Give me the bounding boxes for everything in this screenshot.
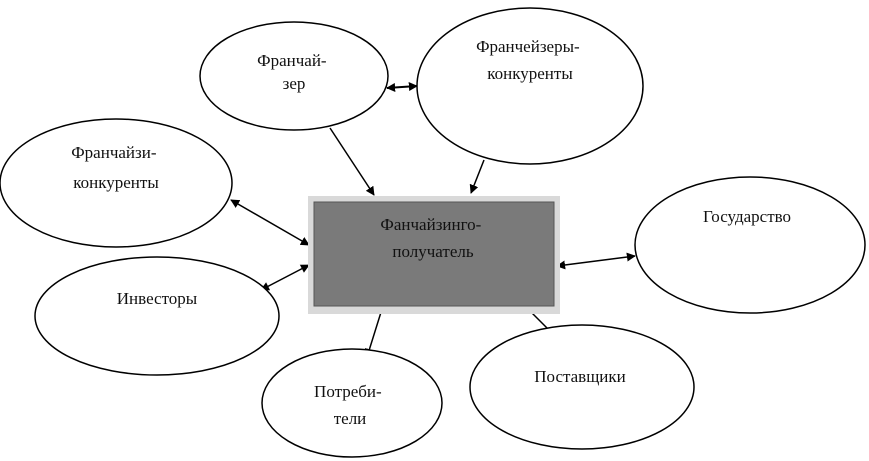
node-suppliers-ellipse: [469, 324, 695, 450]
node-franchiser-competitors-line-1: Франчейзеры-: [476, 37, 580, 56]
edge-franchiser-competitors-center: [469, 159, 485, 194]
node-suppliers-line-1: Поставщики: [534, 367, 626, 386]
node-consumers-line-2: тели: [334, 409, 367, 428]
edge-franchisee-competitors-center: [230, 199, 310, 246]
node-consumers: Потреби- тели: [261, 348, 443, 458]
node-investors: Инвесторы: [34, 256, 280, 376]
node-franchiser-competitors-ellipse: [416, 7, 644, 165]
node-franchiser-line-1: Франчай-: [257, 51, 327, 70]
node-franchisee-competitors-line-1: Франчайзи-: [71, 143, 157, 162]
svg-text:Франчайзи- конкуренты: Франчайзи- конкуренты: [71, 143, 161, 192]
center-node: Фанчайзинго- получатель: [308, 196, 560, 314]
center-node-box: [313, 201, 555, 307]
node-franchisee-competitors-ellipse: [0, 118, 233, 248]
node-state-ellipse: [634, 176, 866, 314]
svg-text:Фанчайзинго- получател: Фанчайзинго- получатель: [380, 215, 485, 261]
node-suppliers: Поставщики: [469, 324, 695, 450]
edge-franchiser-franchiser-competitors: [386, 82, 418, 92]
node-franchisee-competitors-line-2: конкуренты: [73, 173, 159, 192]
node-investors-ellipse: [34, 256, 280, 376]
svg-text:Государство: Государство: [703, 207, 791, 226]
svg-text:Франчейзеры- конкурент: Франчейзеры- конкуренты: [476, 37, 584, 83]
edge-investors-center: [260, 264, 310, 291]
node-franchiser-competitors-line-2: конкуренты: [487, 64, 573, 83]
node-consumers-ellipse: [261, 348, 443, 458]
center-node-line-2: получатель: [392, 242, 473, 261]
edge-state-center: [556, 252, 636, 270]
node-state: Государство: [634, 176, 866, 314]
node-consumers-line-1: Потреби-: [314, 382, 382, 401]
edge-franchiser-center: [329, 127, 375, 196]
node-investors-line-1: Инвесторы: [117, 289, 198, 308]
node-franchiser-competitors: Франчейзеры- конкуренты: [416, 7, 644, 165]
node-franchiser-ellipse: [199, 21, 389, 131]
svg-text:Потреби- тели: Потреби- тели: [314, 382, 386, 428]
node-franchiser-line-2: зер: [283, 74, 306, 93]
node-state-line-1: Государство: [703, 207, 791, 226]
svg-text:Поставщики: Поставщики: [534, 367, 626, 386]
svg-text:Франчай- зер: Франчай- зер: [257, 51, 331, 93]
svg-text:Инвесторы: Инвесторы: [117, 289, 198, 308]
center-node-line-1: Фанчайзинго-: [380, 215, 481, 234]
node-franchiser: Франчай- зер: [199, 21, 389, 131]
node-franchisee-competitors: Франчайзи- конкуренты: [0, 118, 233, 248]
